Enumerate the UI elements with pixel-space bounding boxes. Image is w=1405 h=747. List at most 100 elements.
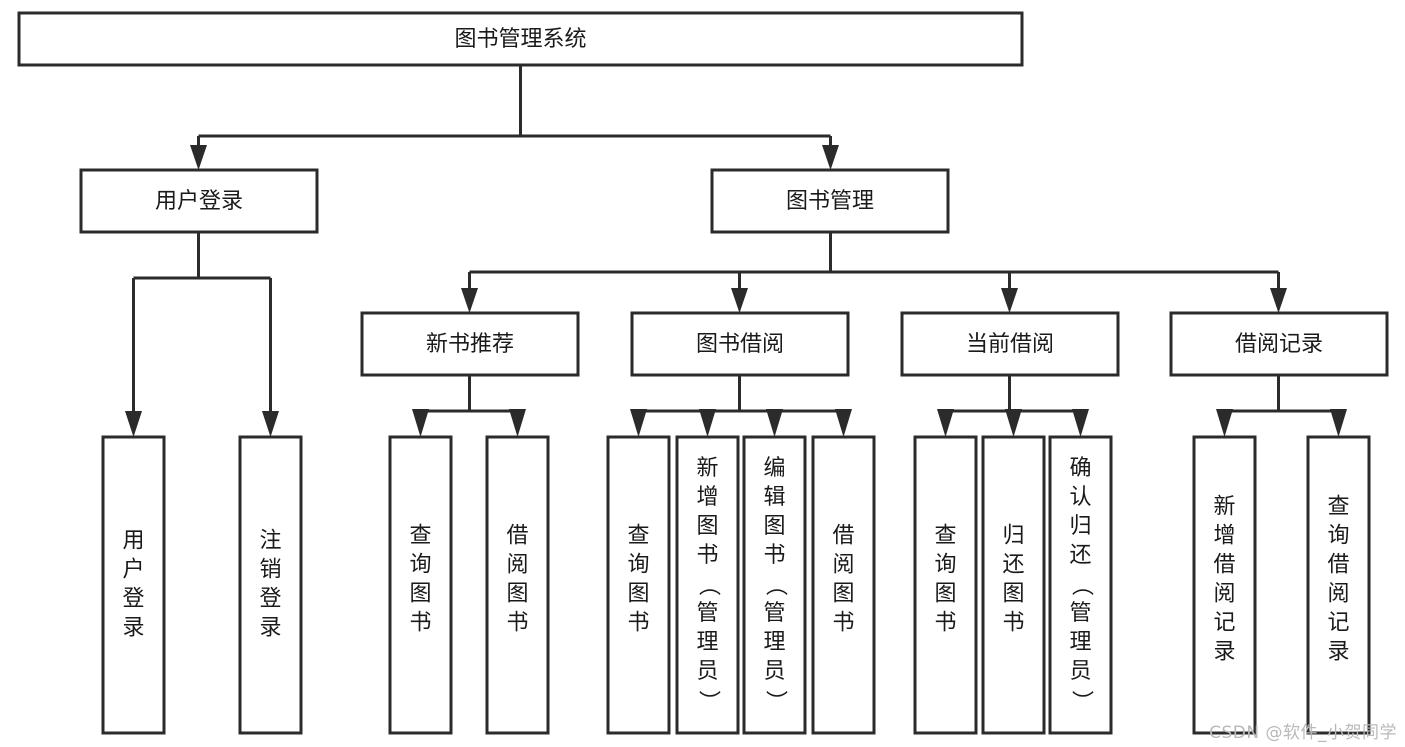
node-root[interactable]: 图书管理系统 [17, 11, 1024, 67]
node-current-borrow-box[interactable] [900, 311, 1120, 377]
arrow-head-currentborrow-leaf2 [1005, 409, 1022, 437]
node-user-login-box[interactable] [79, 168, 319, 234]
svg-text:图: 图 [832, 582, 854, 607]
svg-text:图: 图 [696, 514, 718, 539]
arrow-head-current-borrow [1001, 288, 1018, 313]
svg-text:还: 还 [1002, 553, 1024, 578]
svg-text:归: 归 [1002, 524, 1024, 549]
leaf-newbook-borrow-book-box[interactable] [485, 435, 550, 735]
svg-text:图: 图 [627, 582, 649, 607]
leaf-cb-query-book-box[interactable] [913, 435, 978, 735]
arrow-head-newbook-leaf1 [412, 409, 429, 437]
svg-text:查: 查 [934, 524, 956, 549]
svg-text:查: 查 [1327, 495, 1349, 520]
svg-text:书: 书 [1002, 611, 1024, 636]
csdn-watermark: CSDN @软件_小贺同学 [1209, 723, 1397, 743]
node-book-manage-box[interactable] [710, 168, 950, 234]
arrow-head-borrowrecord-leaf2 [1330, 409, 1347, 437]
svg-text:借: 借 [1213, 553, 1235, 578]
svg-text:录: 录 [259, 616, 281, 641]
svg-text:书: 书 [763, 543, 785, 568]
node-current-borrow-label: 当前借阅 [966, 332, 1054, 357]
leaf-newbook-query-book-box[interactable] [388, 435, 453, 735]
svg-text:书: 书 [506, 611, 528, 636]
svg-text:销: 销 [259, 558, 281, 583]
svg-text:图: 图 [934, 582, 956, 607]
svg-text:理: 理 [696, 630, 718, 655]
svg-text:借: 借 [1327, 553, 1349, 578]
node-borrow-record-box[interactable] [1169, 311, 1389, 377]
leaf-bb-edit-book-box[interactable] [742, 435, 807, 735]
leaf-bb-query-book-box[interactable] [606, 435, 671, 735]
svg-text:确: 确 [1069, 456, 1091, 481]
connector-layer [125, 65, 1347, 437]
svg-text:记: 记 [1213, 611, 1235, 636]
arrow-head-bookborrow-leaf1 [630, 409, 647, 437]
node-new-book-recommend-box[interactable] [360, 311, 580, 377]
svg-text:登: 登 [259, 587, 281, 612]
svg-text:管: 管 [763, 601, 785, 626]
arrow-head-book-borrow [731, 288, 748, 313]
svg-text:书: 书 [627, 611, 649, 636]
leaf-user-login[interactable]: 用户登录 [101, 435, 166, 735]
leaf-cb-return-book-box[interactable] [981, 435, 1046, 735]
node-root-box[interactable] [17, 11, 1024, 67]
leaf-logout-box[interactable] [238, 435, 303, 735]
svg-text:）: ） [763, 690, 788, 712]
arrow-head-bookborrow-leaf4 [835, 409, 852, 437]
svg-text:书: 书 [696, 543, 718, 568]
arrow-head-newbook-leaf2 [509, 409, 526, 437]
arrow-head-new-book [461, 288, 478, 313]
node-book-manage[interactable]: 图书管理 [710, 168, 950, 234]
leaf-bb-borrow-book-box[interactable] [811, 435, 876, 735]
arrow-head-user-login [190, 145, 207, 170]
node-new-book-recommend[interactable]: 新书推荐 [360, 311, 580, 377]
leaf-cb-confirm-return-box[interactable] [1048, 435, 1113, 735]
leaf-user-login-label: 用户登录 [122, 529, 144, 641]
leaf-br-add-record-box[interactable] [1192, 435, 1257, 735]
leaf-br-query-record-box[interactable] [1306, 435, 1371, 735]
arrow-head-borrow-record [1270, 288, 1287, 313]
node-user-login[interactable]: 用户登录 [79, 168, 319, 234]
svg-text:书: 书 [409, 611, 431, 636]
node-book-borrow[interactable]: 图书借阅 [630, 311, 850, 377]
svg-text:查: 查 [627, 524, 649, 549]
node-book-borrow-box[interactable] [630, 311, 850, 377]
arrow-head-currentborrow-leaf1 [937, 409, 954, 437]
svg-text:阅: 阅 [1327, 582, 1349, 607]
svg-text:员: 员 [763, 659, 785, 684]
leaf-bb-add-book-box[interactable] [675, 435, 740, 735]
node-borrow-record[interactable]: 借阅记录 [1169, 311, 1389, 377]
svg-text:图: 图 [763, 514, 785, 539]
arrow-head-leaf-user-login [125, 411, 142, 437]
svg-text:图: 图 [409, 582, 431, 607]
svg-text:管: 管 [696, 601, 718, 626]
svg-text:员: 员 [1069, 659, 1091, 684]
node-current-borrow[interactable]: 当前借阅 [900, 311, 1120, 377]
leaf-user-login-box[interactable] [101, 435, 166, 735]
node-user-login-label: 用户登录 [155, 189, 243, 214]
svg-text:新: 新 [696, 456, 718, 481]
svg-text:阅: 阅 [1213, 582, 1235, 607]
arrow-head-currentborrow-leaf3 [1072, 409, 1089, 437]
svg-text:认: 认 [1069, 485, 1091, 510]
